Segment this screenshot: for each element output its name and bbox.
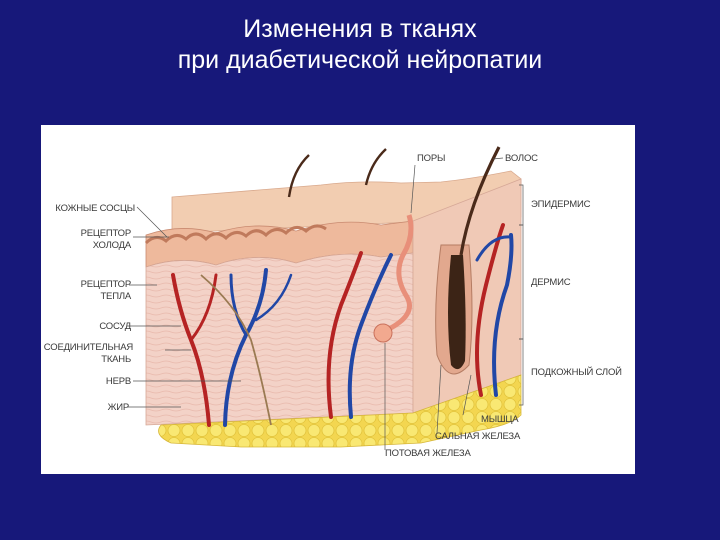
- hair-strand: [364, 148, 387, 186]
- label-hair: ВОЛОС: [505, 153, 538, 164]
- nerve-fiber: [200, 274, 272, 426]
- label-pores: ПОРЫ: [417, 153, 445, 164]
- label-epidermis: ЭПИДЕРМИС: [531, 199, 591, 210]
- label-fat: ЖИР: [108, 402, 129, 413]
- dermis-layer: [145, 252, 414, 426]
- label-skin-papillae: КОЖНЫЕ СОСЦЫ: [55, 203, 135, 214]
- label-connective-2: ТКАНЬ: [101, 354, 131, 365]
- label-connective-1: СОЕДИНИТЕЛЬНАЯ: [44, 342, 134, 353]
- skin-papillae: [144, 224, 327, 245]
- vein: [254, 273, 293, 322]
- label-subcutaneous: ПОДКОЖНЫЙ СЛОЙ: [531, 366, 622, 378]
- layer-brackets: [519, 184, 524, 406]
- leader-lines: [127, 157, 504, 450]
- artery: [326, 251, 363, 419]
- hair-follicle: [287, 146, 501, 375]
- vein: [492, 233, 514, 397]
- title-line-2: при диабетической нейропатии: [177, 46, 543, 74]
- label-sweat-gland: ПОТОВАЯ ЖЕЛЕЗА: [385, 448, 471, 459]
- skin-diagram: КОЖНЫЕ СОСЦЫ РЕЦЕПТОР ХОЛОДА РЕЦЕПТОР ТЕ…: [44, 146, 622, 459]
- label-heat-receptor-1: РЕЦЕПТОР: [81, 279, 131, 290]
- label-sebaceous-gland: САЛЬНАЯ ЖЕЛЕЗА: [435, 431, 521, 442]
- vein: [475, 235, 513, 262]
- title-line-1: Изменения в тканях: [243, 15, 477, 43]
- vein: [229, 273, 248, 337]
- label-cold-receptor-2: ХОЛОДА: [93, 240, 132, 251]
- hair-strand: [287, 154, 310, 198]
- vein: [347, 253, 393, 419]
- label-nerve: НЕРВ: [106, 376, 131, 387]
- artery: [475, 223, 505, 397]
- sweat-gland: [373, 214, 414, 343]
- slide-title: Изменения в тканях при диабетической ней…: [0, 14, 720, 76]
- label-muscle: МЫШЦА: [481, 414, 519, 425]
- label-dermis: ДЕРМИС: [531, 277, 571, 288]
- label-cold-receptor-1: РЕЦЕПТОР: [81, 228, 131, 239]
- artery: [189, 273, 218, 342]
- hair-shaft: [459, 146, 501, 256]
- label-heat-receptor-2: ТЕПЛА: [100, 291, 131, 302]
- label-vessel: СОСУД: [99, 321, 131, 332]
- skin-diagram-panel: КОЖНЫЕ СОСЦЫ РЕЦЕПТОР ХОЛОДА РЕЦЕПТОР ТЕ…: [41, 125, 635, 474]
- blood-vessels: [171, 223, 514, 427]
- fat-layer: [158, 374, 522, 448]
